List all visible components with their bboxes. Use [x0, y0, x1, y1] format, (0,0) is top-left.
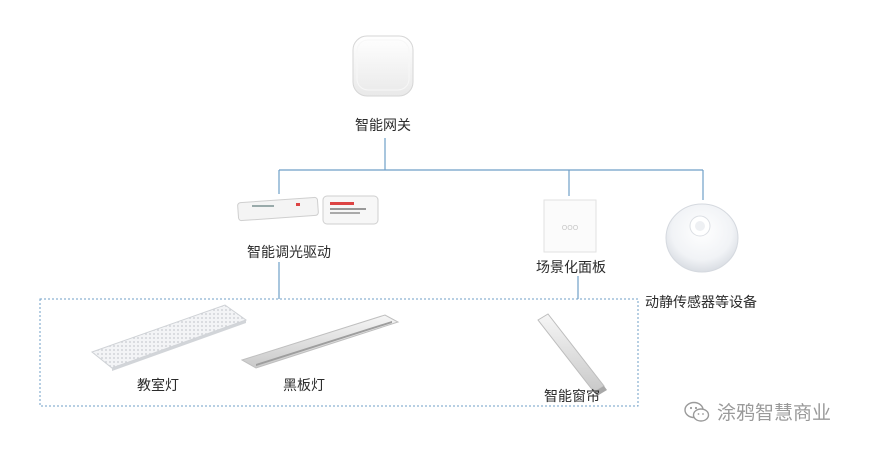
device-group-box	[39, 298, 639, 407]
motion-sensor-device	[665, 203, 739, 273]
gateway-label: 智能网关	[355, 118, 411, 134]
blackboard-light-device	[240, 314, 400, 369]
blackboard-light-label: 黑板灯	[283, 378, 325, 394]
curtain-label: 智能窗帘	[544, 389, 600, 405]
classroom-light-device	[90, 304, 248, 371]
watermark-text: 涂鸦智慧商业	[717, 402, 832, 424]
wechat-icon	[684, 401, 710, 422]
dimmer-driver-device	[237, 195, 379, 225]
scene-panel-label: 场景化面板	[536, 260, 606, 276]
dimmer-label: 智能调光驱动	[247, 245, 331, 261]
gateway-device	[352, 35, 414, 97]
sensor-label: 动静传感器等设备	[645, 295, 757, 311]
curtain-motor-device	[537, 313, 607, 396]
scene-panel-device: OOO	[543, 199, 597, 253]
scene-panel-buttons: OOO	[562, 224, 579, 232]
watermark: 涂鸦智慧商业	[683, 398, 831, 425]
classroom-light-label: 教室灯	[137, 378, 179, 394]
connector-lines	[278, 138, 704, 299]
